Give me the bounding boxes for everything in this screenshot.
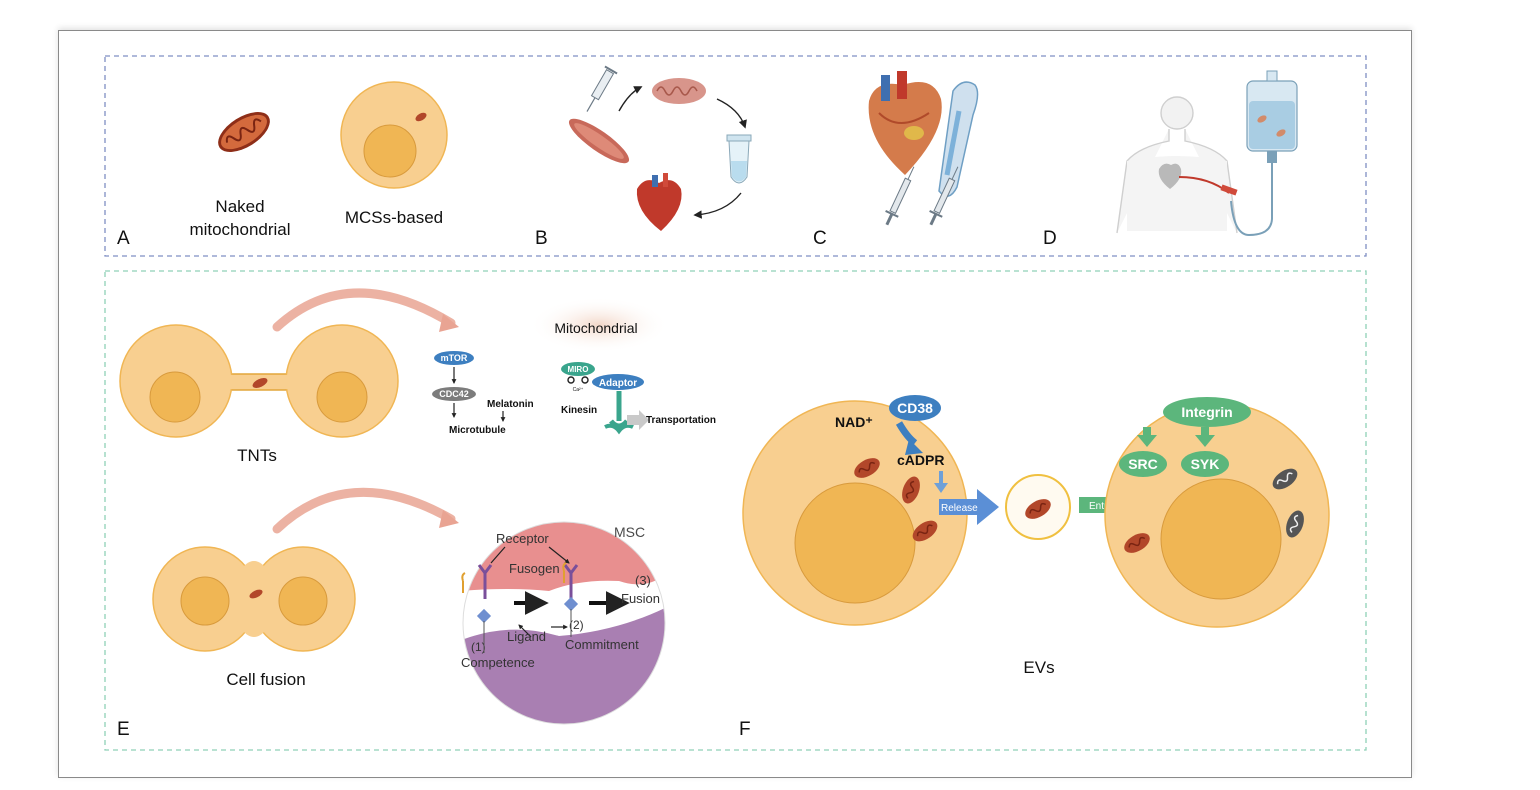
cell-fusion-label: Cell fusion [226, 670, 305, 689]
panel-letter-a: A [117, 228, 130, 249]
panel-letter-d: D [1043, 228, 1057, 249]
syringe-icon [586, 65, 618, 112]
mitochondrion-icon [902, 476, 920, 504]
release-text: Release [941, 503, 978, 514]
mtor-node [434, 351, 474, 365]
cd38-text: CD38 [897, 400, 933, 416]
syringe-icon [929, 166, 959, 226]
heart-icon [1158, 163, 1182, 189]
adaptor-text: Adaptor [599, 378, 637, 389]
cell-fusion-illustration [152, 487, 459, 652]
ca-text: Ca²⁺ [573, 387, 584, 393]
miro-node [561, 362, 595, 376]
integrin-node [1163, 397, 1251, 427]
vessel-icon [938, 81, 979, 197]
receptor-text: Receptor [496, 531, 549, 546]
mcs-label: MCSs-based [345, 208, 443, 227]
cdc42-node [432, 387, 476, 401]
mitochondrion-icon [415, 112, 427, 122]
syk-node [1181, 451, 1229, 477]
src-node [1119, 451, 1167, 477]
msc-text: MSC [614, 524, 645, 540]
tnts-label: TNTs [237, 446, 277, 465]
step3-text: (3) [635, 573, 651, 588]
syk-text: SYK [1191, 456, 1220, 472]
heart-icon [636, 173, 682, 231]
mcs-cell [340, 81, 448, 189]
iv-bag-icon [1230, 70, 1298, 237]
figure-canvas: Naked mitochondrial MCSs-based A [104, 55, 1367, 751]
mitochondrion-icon [912, 520, 938, 542]
integrin-text: Integrin [1181, 404, 1232, 420]
muscle-icon [568, 118, 630, 164]
tube-icon [726, 134, 752, 184]
transportation-text: Transportation [646, 415, 716, 426]
mitochondrion-icon [252, 378, 268, 388]
step1-text: (1) [471, 640, 486, 654]
kinesin-text: Kinesin [561, 405, 597, 416]
donor-nucleus [794, 482, 916, 604]
mitochondrion-icon [1025, 499, 1051, 519]
panel-letter-c: C [813, 228, 827, 249]
damaged-mitochondrion-icon [1272, 468, 1298, 490]
transport-mechanism: Mitochondrial MIRO Ca²⁺ Adaptor Kinesin … [529, 297, 716, 435]
damaged-mitochondrion-icon [1286, 510, 1304, 538]
mtor-text: mTOR [441, 353, 468, 363]
human-silhouette-icon [1116, 96, 1238, 234]
fusion-mechanism-circle: MSC Receptor Fusogen (3) Fusion Ligand (… [461, 521, 666, 725]
mitochondrion-icon [1124, 533, 1150, 553]
naked-mitochondrion-icon [218, 112, 270, 152]
transport-arrow [627, 415, 639, 425]
mitochondrion-icon [249, 589, 263, 599]
melatonin-text: Melatonin [487, 399, 534, 410]
adaptor-node [592, 374, 644, 390]
tnts-illustration [119, 288, 459, 438]
evs-illustration: NAD⁺ CD38 cADPR Release Entry Integrin S… [742, 395, 1330, 628]
competence-text: Competence [461, 655, 535, 670]
entry-text: Entry [1089, 501, 1112, 512]
microtubule-text: Microtubule [449, 425, 506, 436]
panel-letter-b: B [535, 228, 548, 249]
panel-b-cycle [568, 65, 752, 231]
mitochondrion-icon [854, 458, 880, 478]
syringe-icon [885, 166, 915, 226]
panel-c-injection [868, 71, 979, 226]
src-text: SRC [1128, 456, 1158, 472]
cdc42-text: CDC42 [439, 389, 469, 399]
top-panel-border [104, 55, 1367, 257]
naked-label-line1: Naked [215, 197, 264, 216]
commitment-text: Commitment [565, 637, 639, 652]
heart-icon [868, 71, 942, 175]
panel-d-infusion [1116, 70, 1298, 237]
nad-text: NAD⁺ [835, 414, 873, 430]
mtor-pathway: mTOR CDC42 Melatonin Microtubule [432, 351, 534, 436]
evs-label: EVs [1023, 658, 1054, 677]
cadpr-text: cADPR [897, 452, 944, 468]
cd38-node [889, 395, 941, 421]
fusion-text: Fusion [621, 591, 660, 606]
ligand-text: Ligand [507, 629, 546, 644]
figure-frame: Naked mitochondrial MCSs-based A [58, 30, 1412, 778]
miro-text: MIRO [568, 365, 589, 374]
panel-letter-e: E [117, 719, 130, 740]
fusogen-text: Fusogen [509, 561, 560, 576]
recipient-nucleus [1160, 478, 1282, 600]
mitochondria-cluster-icon [652, 78, 706, 104]
naked-label-line2: mitochondrial [189, 220, 290, 239]
bottom-panel-border [104, 270, 1367, 751]
step2-text: (2) [569, 618, 584, 632]
panel-letter-f: F [739, 719, 751, 740]
mitochondrial-text: Mitochondrial [554, 320, 637, 336]
